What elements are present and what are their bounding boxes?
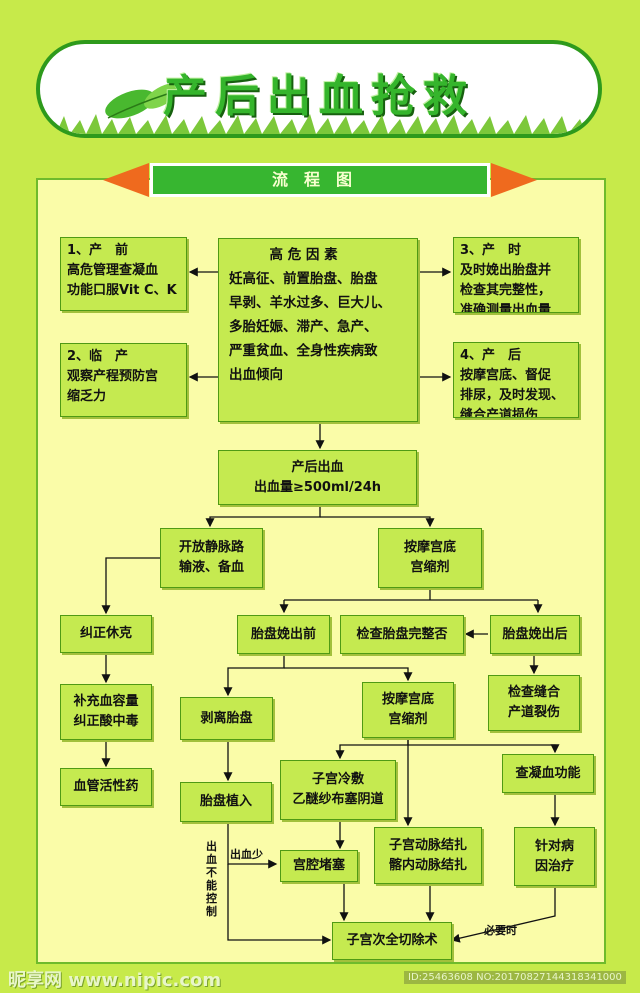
title-panel: 产后出血抢救	[36, 40, 602, 138]
repair-laceration-box: 检查缝合 产道裂伤	[488, 675, 580, 731]
after-placenta-box: 胎盘娩出后	[490, 615, 580, 654]
correct-shock-box: 纠正休克	[60, 615, 152, 653]
image-id: ID:25463608 NO:20170827144318341000	[404, 971, 626, 984]
banner-arrow-left-icon	[103, 163, 149, 197]
uterine-cold-box: 子宫冷敷 乙醚纱布塞阴道	[280, 760, 396, 820]
risk-factors-box: 高 危 因 素 妊高征、前置胎盘、胎盘 早剥、羊水过多、巨大儿、 多胎妊娠、滞产…	[218, 238, 418, 422]
targeted-treatment-box: 针对病 因治疗	[514, 827, 595, 886]
watermark: 昵享网 www.nipic.com	[8, 970, 222, 991]
delivery-box: 3、产 时 及时娩出胎盘并 检查其完整性， 准确测量出血量	[453, 237, 579, 313]
leaf-icon	[105, 83, 181, 119]
artery-ligation-box: 子宫动脉结扎 髂内动脉结扎	[374, 827, 482, 884]
placenta-accreta-box: 胎盘植入	[180, 782, 272, 822]
less-bleeding-label: 出血少	[230, 848, 263, 861]
postpartum-box: 4、产 后 按摩宫底、督促 排尿，及时发现、 缝合产道损伤	[453, 342, 579, 418]
pph-box: 产后出血 出血量≥500ml/24h	[218, 450, 417, 505]
iv-access-box: 开放静脉路 输液、备血	[160, 528, 263, 588]
page-title: 产后出血抢救	[163, 71, 475, 122]
prenatal-box: 1、产 前 高危管理查凝血 功能口服Vit C、K	[60, 237, 187, 311]
flowchart-banner: 流程图	[150, 163, 490, 197]
uterine-massage-2-box: 按摩宫底 宫缩剂	[362, 682, 454, 738]
uncontrolled-bleeding-label: 出 血 不 能 控 制	[206, 840, 217, 918]
remove-placenta-box: 剥离胎盘	[180, 697, 273, 740]
uterine-packing-box: 宫腔堵塞	[280, 850, 358, 882]
before-placenta-box: 胎盘娩出前	[237, 615, 330, 654]
check-placenta-box: 检查胎盘完整否	[340, 615, 464, 654]
if-necessary-label: 必要时	[484, 924, 517, 937]
intrapartum-box: 2、临 产 观察产程预防宫 缩乏力	[60, 343, 187, 417]
hysterectomy-box: 子宫次全切除术	[332, 922, 452, 960]
vasoactive-box: 血管活性药	[60, 768, 152, 806]
blood-volume-box: 补充血容量 纠正酸中毒	[60, 684, 152, 740]
uterine-massage-box: 按摩宫底 宫缩剂	[378, 528, 482, 588]
coagulation-box: 查凝血功能	[502, 754, 594, 793]
grass-decoration	[40, 114, 598, 134]
banner-arrow-right-icon	[491, 163, 537, 197]
